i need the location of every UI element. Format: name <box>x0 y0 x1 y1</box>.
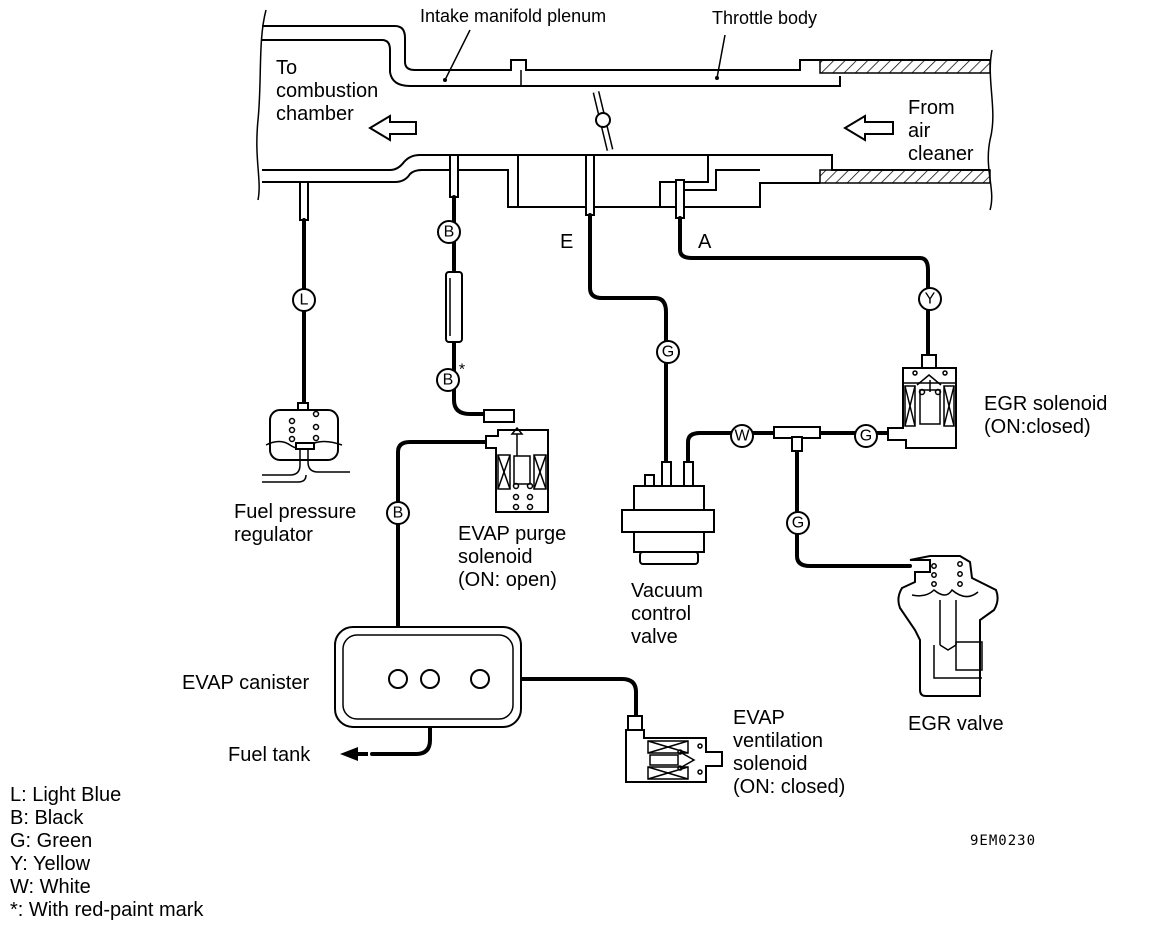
fuel-tank-arrow-icon <box>340 747 368 761</box>
legend-item: L: Light Blue <box>10 784 122 806</box>
manifold-ports <box>299 154 685 221</box>
label-egr-solenoid-1: EGR solenoid <box>984 393 1107 415</box>
label-port-e: E <box>560 231 573 253</box>
label-evap-purge-solenoid-1: EVAP purge <box>458 523 566 545</box>
label-fuel-pressure-regulator-1: Fuel pressure <box>234 501 356 523</box>
legend-item: G: Green <box>10 830 93 852</box>
hose-tag-g-egr-solenoid: G <box>854 424 878 448</box>
label-fuel-pressure-regulator-2: regulator <box>234 524 313 546</box>
hose-tag-b-upper: B <box>437 220 461 244</box>
label-vacuum-control-valve-2: control <box>631 603 691 625</box>
hose-tag-b-canister: B <box>386 501 410 525</box>
label-port-a: A <box>698 231 712 253</box>
canister-purge-port <box>388 669 408 689</box>
label-from-air-cleaner-1: From <box>908 97 955 119</box>
throttle-valve-icon <box>592 91 614 151</box>
intake-manifold <box>256 9 994 211</box>
flow-arrow-left-icon <box>368 114 417 142</box>
legend-item: B: Black <box>10 807 84 829</box>
evap-canister <box>334 626 522 728</box>
legend-item: *: With red-paint mark <box>10 899 204 921</box>
svg-text:B: B <box>444 224 455 241</box>
label-egr-valve: EGR valve <box>908 713 1004 735</box>
hose-tag-g-e-port: G <box>656 340 680 364</box>
fuel-pressure-regulator <box>262 402 350 483</box>
svg-text:G: G <box>792 515 804 532</box>
tee-fitting <box>773 426 821 452</box>
svg-text:*: * <box>459 362 465 379</box>
labels: Intake manifold plenum Throttle body To … <box>182 6 1107 849</box>
flow-arrow-left-icon <box>843 114 894 142</box>
svg-text:G: G <box>860 428 872 445</box>
egr-valve <box>897 555 999 697</box>
label-evap-ventilation-solenoid-3: solenoid <box>733 753 808 775</box>
svg-text:G: G <box>662 344 674 361</box>
hose-tag-y: Y <box>918 287 942 311</box>
svg-text:L: L <box>300 292 309 309</box>
label-to-combustion-1: To <box>276 57 297 79</box>
label-evap-canister: EVAP canister <box>182 672 309 694</box>
label-from-air-cleaner-3: cleaner <box>908 143 974 165</box>
egr-solenoid <box>887 354 957 449</box>
label-intake-manifold-plenum: Intake manifold plenum <box>420 6 606 26</box>
label-evap-ventilation-solenoid-4: (ON: closed) <box>733 776 845 798</box>
label-egr-solenoid-2: (ON:closed) <box>984 416 1091 438</box>
label-fuel-tank: Fuel tank <box>228 744 311 766</box>
label-vacuum-control-valve-1: Vacuum <box>631 580 703 602</box>
svg-text:B: B <box>393 505 404 522</box>
evap-purge-solenoid <box>483 409 549 513</box>
svg-text:W: W <box>734 428 750 445</box>
svg-text:B: B <box>443 372 454 389</box>
label-to-combustion-3: chamber <box>276 103 354 125</box>
legend-item: Y: Yellow <box>10 853 91 875</box>
svg-text:Y: Y <box>925 291 936 308</box>
evap-ventilation-solenoid <box>625 715 723 783</box>
label-from-air-cleaner-2: air <box>908 120 931 142</box>
legend-item: W: White <box>10 876 91 898</box>
vacuum-control-valve <box>621 461 715 565</box>
label-evap-purge-solenoid-2: solenoid <box>458 546 533 568</box>
hose-tags: L B B* B G Y W G G <box>292 220 942 535</box>
hose-color-legend: L: Light Blue B: Black G: Green Y: Yello… <box>10 784 203 922</box>
hose-tag-l: L <box>292 288 316 312</box>
label-evap-ventilation-solenoid-2: ventilation <box>733 730 823 752</box>
label-to-combustion-2: combustion <box>276 80 378 102</box>
hose-tag-b-red-mark: B* <box>436 362 465 392</box>
label-evap-purge-solenoid-3: (ON: open) <box>458 569 557 591</box>
label-evap-ventilation-solenoid-1: EVAP <box>733 707 785 729</box>
label-vacuum-control-valve-3: valve <box>631 626 678 648</box>
hose-tag-w: W <box>730 424 754 448</box>
canister-tank-port <box>420 669 440 689</box>
figure-code: 9EM0230 <box>970 833 1036 849</box>
hose-tag-g-egr-valve: G <box>786 511 810 535</box>
label-throttle-body: Throttle body <box>712 8 817 28</box>
canister-vent-port <box>470 669 490 689</box>
